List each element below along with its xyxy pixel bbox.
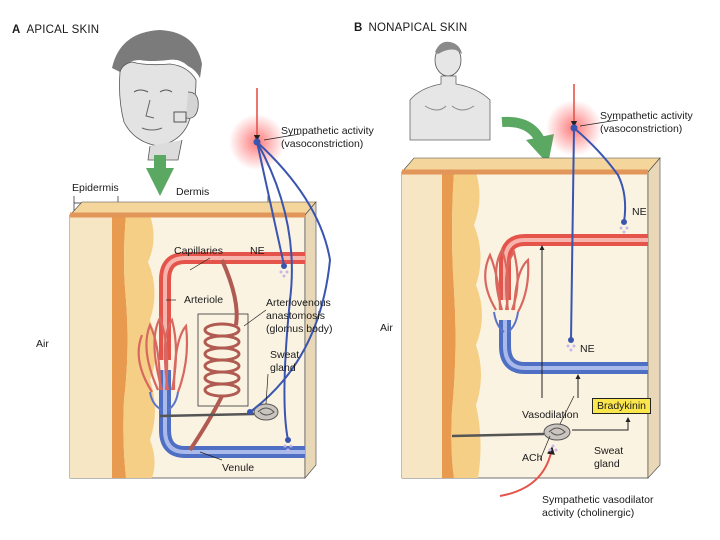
dermis-label: Dermis bbox=[176, 186, 209, 198]
symp-a-label1: Sympathetic activity bbox=[281, 125, 374, 137]
epidermis-label: Epidermis bbox=[72, 182, 119, 194]
ava-label-line3: (glomus body) bbox=[266, 323, 333, 335]
ava-label-line1: Arteriovenous bbox=[266, 297, 331, 309]
face-illustration bbox=[112, 30, 202, 160]
ach-label: ACh bbox=[522, 452, 542, 464]
ne-mid-label-b: NE bbox=[580, 343, 595, 355]
sweat-gland-a-label2: gland bbox=[270, 362, 296, 374]
vasodilation-label: Vasodilation bbox=[522, 409, 578, 421]
zoom-arrow-a bbox=[146, 168, 174, 196]
symp-a-label2: (vasoconstriction) bbox=[281, 138, 363, 150]
bradykinin-box: Bradykinin bbox=[592, 398, 651, 414]
sweat-gland-b-label2: gland bbox=[594, 458, 620, 470]
venule-label: Venule bbox=[222, 462, 254, 474]
svd-label1: Sympathetic vasodilator bbox=[542, 494, 653, 506]
sweat-gland-b-label1: Sweat bbox=[594, 445, 623, 457]
air-label-a: Air bbox=[36, 338, 49, 350]
symp-b-label1: Sympathetic activity bbox=[600, 110, 693, 122]
symp-b-label2: (vasoconstriction) bbox=[600, 123, 682, 135]
ne-top-label-b: NE bbox=[632, 206, 647, 218]
svd-label2: activity (cholinergic) bbox=[542, 507, 634, 519]
air-label-b: Air bbox=[380, 322, 393, 334]
ne-label-a: NE bbox=[250, 245, 265, 257]
ava-label-line2: anastomosis bbox=[266, 310, 325, 322]
capillaries-label: Capillaries bbox=[174, 245, 223, 257]
torso-illustration bbox=[410, 42, 490, 140]
sweat-gland-a-label1: Sweat bbox=[270, 349, 299, 361]
arteriole-label: Arteriole bbox=[184, 294, 223, 306]
